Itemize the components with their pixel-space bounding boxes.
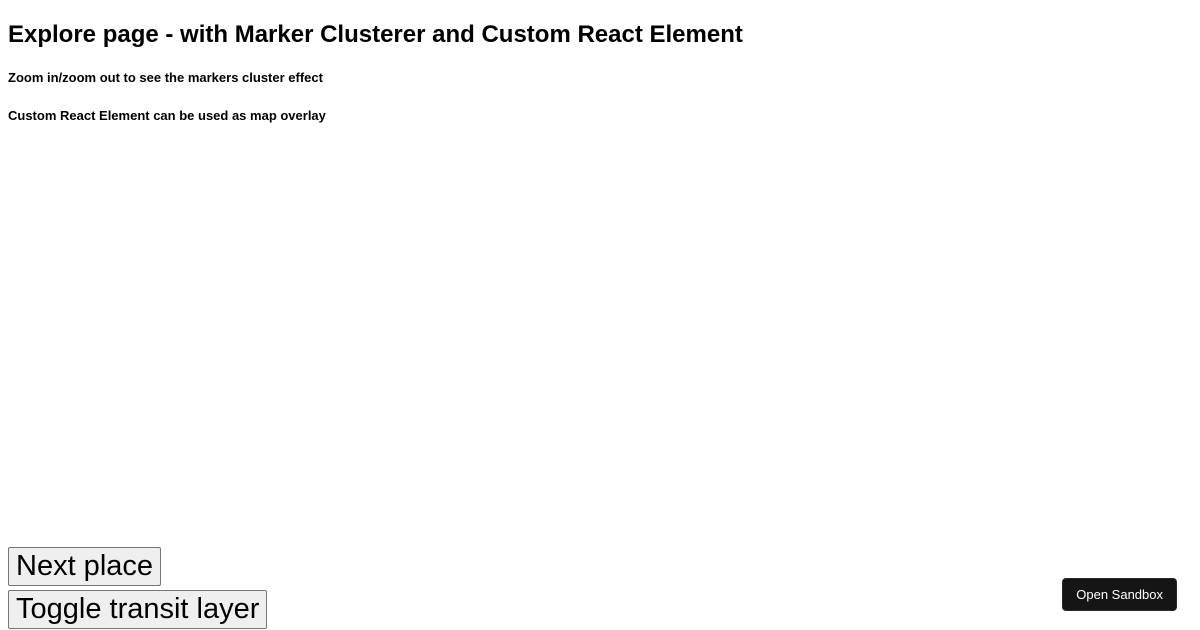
subtitle-overlay-hint: Custom React Element can be used as map … — [8, 108, 326, 123]
toggle-transit-layer-button[interactable]: Toggle transit layer — [8, 590, 268, 629]
next-place-button[interactable]: Next place — [8, 547, 162, 586]
subtitle-zoom-hint: Zoom in/zoom out to see the markers clus… — [8, 70, 323, 85]
open-sandbox-button[interactable]: Open Sandbox — [1062, 578, 1177, 611]
map-container[interactable] — [8, 135, 1192, 545]
map-controls: Next place Toggle transit layer — [8, 547, 268, 630]
page-title: Explore page - with Marker Clusterer and… — [8, 21, 743, 48]
